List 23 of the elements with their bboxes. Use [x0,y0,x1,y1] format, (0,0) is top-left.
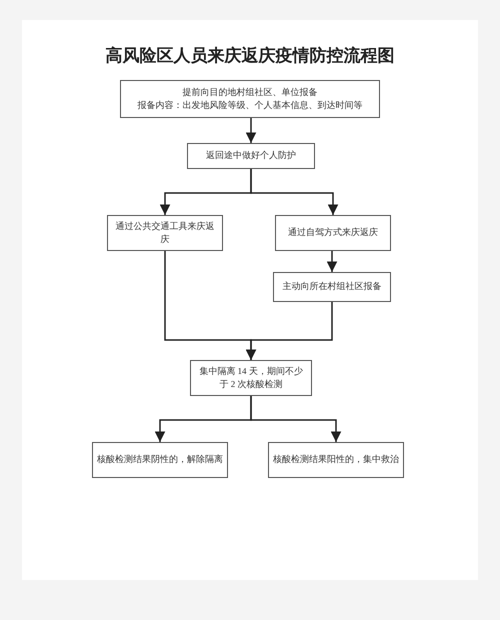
title: 高风险区人员来庆返庆疫情防控流程图 [104,45,396,67]
process-box [275,215,391,251]
box-text: 核酸检测结果阴性的，解除隔离 [97,453,223,466]
box-text: 通过自驾方式来庆返庆 [288,226,378,240]
box-text: 通过公共交通工具来庆返庆 [114,220,216,246]
box-text: 主动向所在村组社区报备 [282,280,382,294]
arrow [250,396,342,442]
arrow [246,302,333,360]
process-box [190,360,312,396]
arrow [246,118,256,143]
process-box [268,442,404,478]
box-text: 返回途中做好个人防护 [206,149,296,162]
process-box [107,215,223,251]
process-box [187,143,315,169]
box-text: 核酸检测结果阳性的，集中救治 [273,453,399,466]
process-box [92,442,228,478]
box-text: 报备内容：出发地风险等级、个人基本信息、到达时间等 [138,99,362,112]
arrow [326,251,338,272]
process-box [273,272,391,302]
arrow [250,169,338,215]
box-text: 提前向目的地村组社区、单位报备 [182,86,318,98]
process-box [120,80,380,118]
box-text: 集中隔离 14 天，期间不少于 2 次核酸检测 [198,364,304,391]
